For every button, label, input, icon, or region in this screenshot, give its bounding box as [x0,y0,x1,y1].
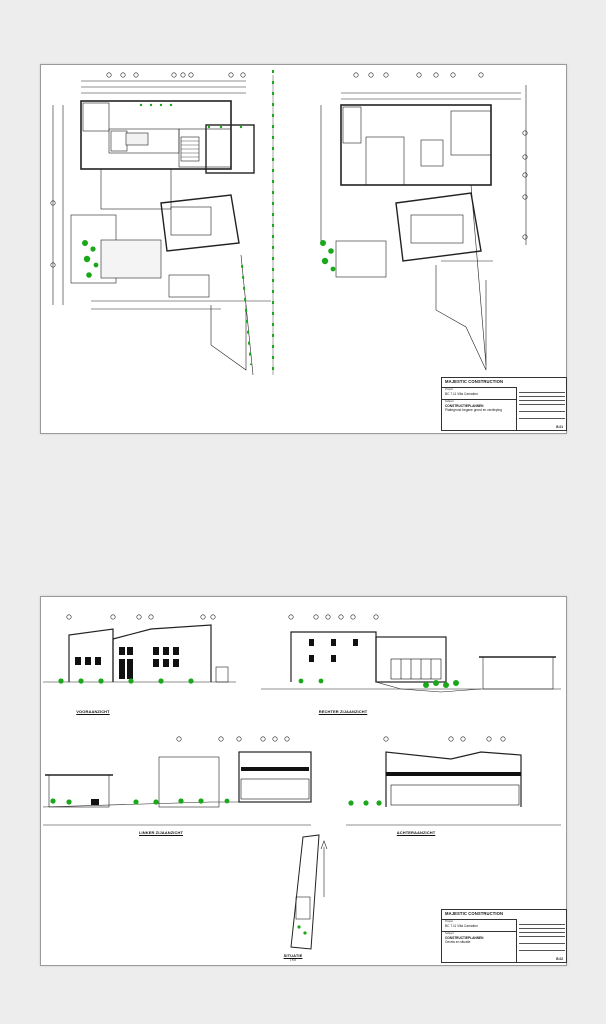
left-elevation-label: LINKER ZIJAANZICHT [138,830,184,835]
drawing-sheet-elevations: VOORAANZICHT RECHTER ZIJAANZICHT LINKER … [40,596,567,966]
right-elevation-label: RECHTER ZIJAANZICHT [318,709,368,714]
project-label: Project [445,920,454,923]
project-label: Project [445,388,454,391]
divider [442,399,516,400]
title-block-sheet-2: MAJESTIC CONSTRUCTION Project BC 7.11 Vi… [441,909,567,963]
divider [442,931,516,932]
subject-label: Subject [445,932,454,935]
revision-table [516,919,567,962]
sheet-subtitle: Plattegrond begane grond en verdieping [445,408,502,412]
sheet-number: B.01 [556,424,563,429]
floor-plan-drawings [50,70,528,376]
sheet-title: CONSTRUCTIEPLANNEN [445,404,484,408]
front-elevation-label: VOORAANZICHT [76,709,110,714]
sheet-title: CONSTRUCTIEPLANNEN [445,936,484,940]
divider [442,387,516,388]
drawing-sheet-floor-plans: MAJESTIC CONSTRUCTION Project BC 7.11 Vi… [40,64,567,434]
company-name: MAJESTIC CONSTRUCTION [445,911,504,916]
sheet-subtitle: Gevels en situatie [445,940,471,944]
site-plan-label: SITUATIE [283,953,303,958]
elevation-drawings [42,614,561,950]
company-name: MAJESTIC CONSTRUCTION [445,379,504,384]
project-name: BC 7.11 Villa Carnation [445,392,478,396]
site-plan-scale: 1:500 [289,959,297,962]
title-block-sheet-1: MAJESTIC CONSTRUCTION Project BC 7.11 Vi… [441,377,567,431]
sheet-number: B.02 [556,956,563,961]
project-name: BC 7.11 Villa Carnation [445,924,478,928]
revision-table [516,387,567,430]
divider [442,919,516,920]
rear-elevation-label: ACHTERAANZICHT [396,830,436,835]
subject-label: Subject [445,400,454,403]
